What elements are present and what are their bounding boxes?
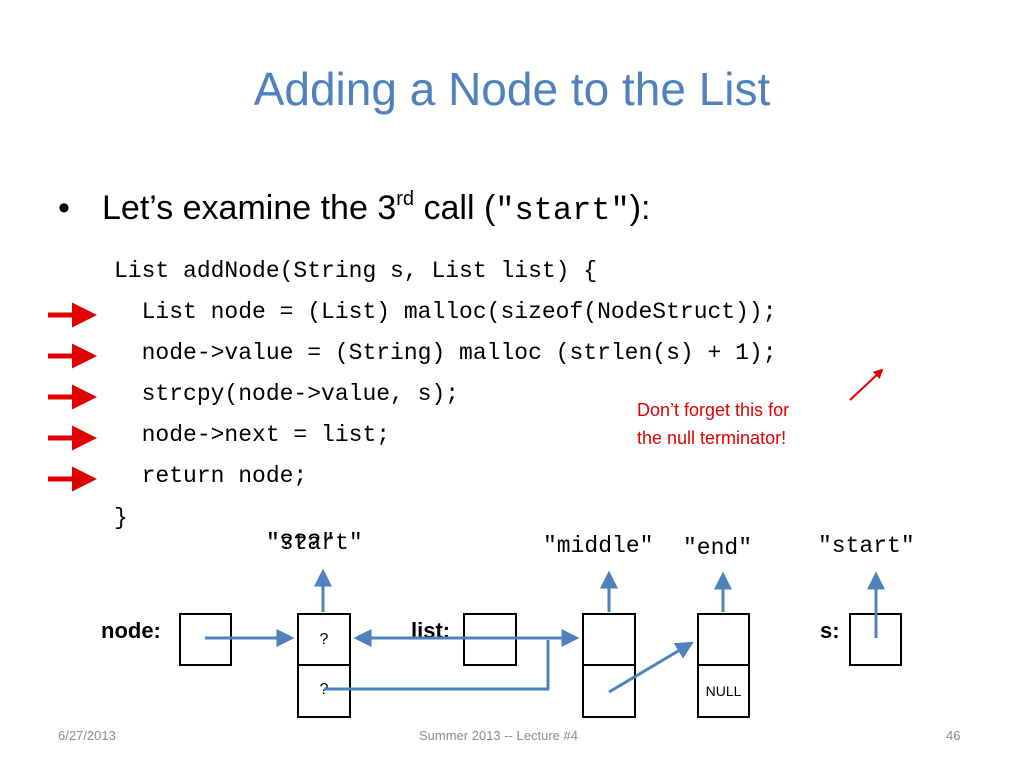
footer-page-number: 46 xyxy=(946,728,961,743)
code-line-1: List addNode(String s, List list) { xyxy=(114,258,598,284)
bullet-text-middle: call ( xyxy=(414,189,496,227)
code-line-3: node->value = (String) malloc (strlen(s)… xyxy=(114,340,777,366)
new-node-next-cell: ? xyxy=(297,664,351,718)
code-line-5: node->next = list; xyxy=(114,422,391,448)
string-label-middle: "middle" xyxy=(543,533,654,559)
null-text: NULL xyxy=(705,683,742,699)
var-label-s: s: xyxy=(820,618,840,643)
new-node-value-cell: ? xyxy=(297,613,351,666)
new-node-next-link xyxy=(324,640,550,691)
code-line-2: List node = (List) malloc(sizeof(NodeStr… xyxy=(114,299,777,325)
bullet-text-before: Let’s examine the 3 xyxy=(102,189,397,227)
middle-node-next-cell xyxy=(582,664,636,718)
note-pointer-arrow xyxy=(849,368,884,401)
middle-node-value-cell xyxy=(582,613,636,666)
null-terminator-note: Don’t forget this for the null terminato… xyxy=(637,396,789,452)
bullet-dot: • xyxy=(58,189,70,227)
bullet-line: • Let’s examine the 3rd call ("start"): xyxy=(58,188,650,229)
string-label-end: "end" xyxy=(683,535,753,561)
footer-course: Summer 2013 -- Lecture #4 xyxy=(419,728,578,743)
end-node-next-cell: NULL xyxy=(697,664,750,718)
new-node-value-text: ? xyxy=(319,631,329,648)
note-line-2: the null terminator! xyxy=(637,428,787,448)
slide-title: Adding a Node to the List xyxy=(253,63,771,115)
code-line-6: return node; xyxy=(114,463,308,489)
bullet-superscript: rd xyxy=(396,188,415,210)
bullet-text-after: ): xyxy=(629,189,651,227)
code-line-4: strcpy(node->value, s); xyxy=(114,381,460,407)
footer-date: 6/27/2013 xyxy=(58,728,116,743)
note-line-1: Don’t forget this for xyxy=(637,400,790,420)
string-label-old-value: "???" xyxy=(266,530,336,556)
string-label-s-target: "start" xyxy=(818,533,915,559)
code-line-7: } xyxy=(114,505,128,531)
var-label-node: node: xyxy=(101,618,161,643)
bullet-code: "start" xyxy=(495,192,630,229)
middle-next-to-end-arrow xyxy=(608,641,694,694)
line-marker-arrows xyxy=(48,302,97,492)
string-label-start-new: "start" xyxy=(266,530,363,556)
